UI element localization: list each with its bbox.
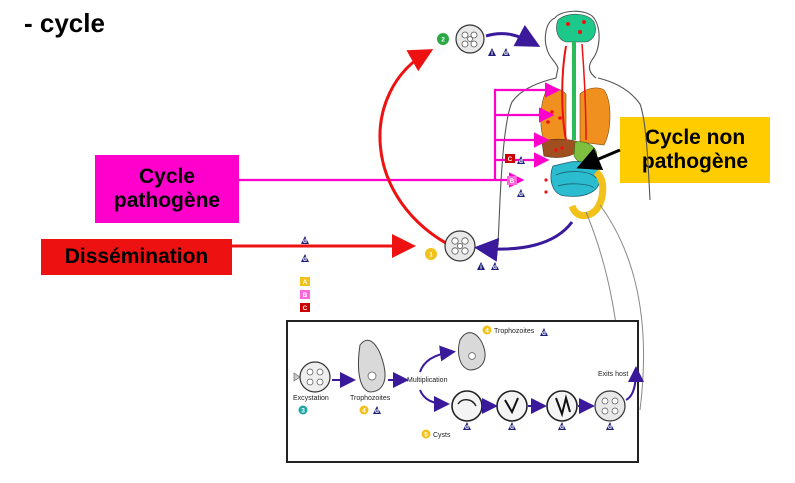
trophozoites-text: Trophozoites: [350, 395, 391, 402]
ingestion-arrow: [485, 24, 541, 47]
svg-text:d: d: [303, 238, 307, 245]
svg-text:B: B: [303, 292, 308, 299]
pathogene-arrows: [239, 82, 561, 188]
svg-text:d: d: [510, 424, 514, 431]
step-number-1: 1: [425, 248, 437, 260]
excretion-arrow: [474, 221, 574, 262]
svg-text:d: d: [519, 158, 523, 165]
svg-text:d: d: [493, 264, 497, 271]
badge-i-top: i: [488, 48, 496, 57]
svg-text:C: C: [508, 156, 513, 163]
multiplication-text: Multiplication: [407, 377, 448, 384]
page-title: - cycle: [24, 8, 105, 38]
excystation-text: Excystation: [293, 395, 329, 402]
svg-text:d: d: [608, 424, 612, 431]
svg-text:i: i: [491, 50, 493, 57]
exits-host-text: Exits host: [598, 371, 628, 378]
legend-A: A: [300, 277, 310, 286]
non-pathogene-arrow: [576, 147, 621, 171]
svg-text:d: d: [303, 256, 307, 263]
svg-text:i: i: [480, 264, 482, 271]
badge-d-dissem-2: d: [301, 254, 309, 263]
cycle-non-pathogene-label: Cycle non pathogène: [620, 117, 770, 183]
step-number-2: 2: [437, 33, 449, 45]
svg-text:B: B: [510, 178, 515, 185]
legend-B: B: [300, 290, 310, 299]
badge-d-bottom: d: [491, 262, 499, 271]
badge-B-body: B: [507, 176, 517, 185]
badge-d-body-2: d: [517, 189, 525, 198]
dissemination-text: Dissémination: [64, 244, 209, 268]
legend-C: C: [300, 303, 310, 312]
badge-d-dissem-1: d: [301, 236, 309, 245]
svg-text:d: d: [542, 330, 546, 337]
dissemination-label: Dissémination: [41, 239, 232, 275]
svg-text:1: 1: [429, 252, 433, 259]
badge-d-top: d: [502, 48, 510, 57]
badge-i-bottom: i: [477, 262, 485, 271]
svg-text:d: d: [504, 50, 508, 57]
svg-text:d: d: [519, 191, 523, 198]
svg-text:4: 4: [362, 408, 366, 415]
cyst-step-1: [444, 230, 476, 262]
cycle-non-pathogene-text: Cycle non pathogène: [641, 125, 749, 173]
svg-text:2: 2: [441, 37, 445, 44]
badge-C-body: C: [505, 154, 515, 163]
svg-text:3: 3: [301, 408, 305, 415]
svg-text:d: d: [465, 424, 469, 431]
human-body: [497, 10, 651, 411]
life-cycle-inset: Excystation 3 Trophozoites 4 d Multiplic…: [286, 320, 644, 463]
dissemination-arrows: [232, 49, 456, 258]
svg-text:d: d: [560, 424, 564, 431]
badge-d-body-1: d: [517, 156, 525, 165]
trophozoites-top-text: Trophozoites: [494, 328, 535, 335]
cycle-pathogene-label: Cycle pathogène: [95, 155, 239, 223]
svg-text:A: A: [303, 279, 308, 286]
svg-text:5: 5: [424, 432, 428, 439]
svg-text:4: 4: [485, 328, 489, 335]
cysts-text: Cysts: [433, 432, 451, 439]
svg-text:C: C: [303, 305, 308, 312]
cycle-pathogene-text: Cycle pathogène: [113, 164, 221, 212]
cyst-step-2: [455, 24, 485, 54]
svg-text:d: d: [375, 408, 379, 415]
